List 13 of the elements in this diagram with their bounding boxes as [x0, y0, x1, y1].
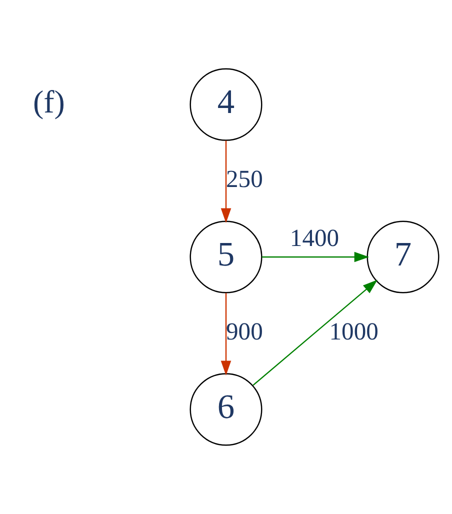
edge-label: 1000: [329, 318, 378, 346]
arrow: [252, 280, 378, 386]
edge-label: 250: [226, 166, 263, 193]
label: (f): [33, 84, 65, 120]
edge-label: 900: [226, 318, 263, 346]
node-circle: 5: [190, 220, 262, 294]
edge-label: 1400: [290, 224, 340, 252]
arrow: [220, 140, 232, 224]
arrow: [262, 252, 370, 262]
node-circle: 7: [366, 220, 440, 294]
node-circle: 4: [190, 68, 262, 141]
arrow: [220, 293, 232, 376]
node-circle: 6: [190, 373, 262, 446]
